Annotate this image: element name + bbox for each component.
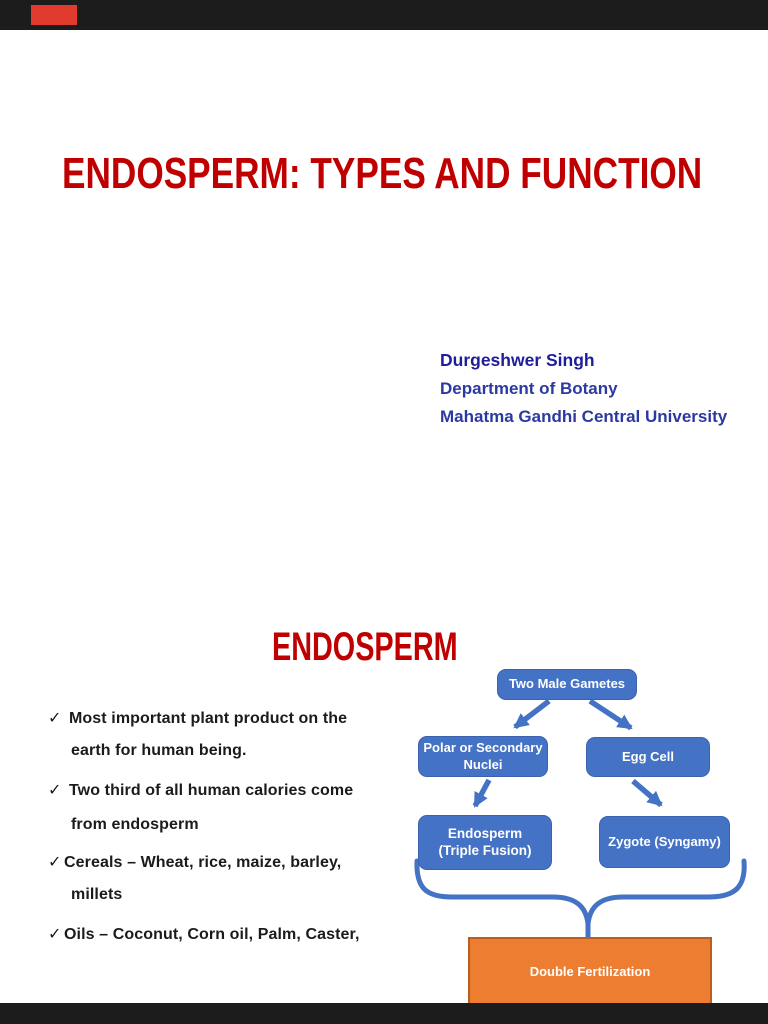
bullet-text: earth for human being. [71, 742, 247, 759]
arrow-top-to-egg [588, 698, 633, 731]
bullet-text: Two third of all human calories come [69, 782, 354, 799]
author-name: Durgeshwer Singh [440, 350, 595, 370]
node-two-male-gametes: Two Male Gametes [497, 669, 637, 700]
node-double-fertilization: Double Fertilization [468, 937, 712, 1007]
slide2-title: ENDOSPERM [272, 625, 458, 669]
bullet-text: Most important plant product on the [69, 710, 348, 727]
author-university: Mahatma Gandhi Central University [440, 407, 728, 426]
slide1-title: ENDOSPERM: TYPES AND FUNCTION [62, 149, 703, 198]
bullet-text: Oils – Coconut, Corn oil, Palm, Caster, [64, 926, 360, 943]
bullet-line: ✓Oils – Coconut, Corn oil, Palm, Caster, [48, 924, 360, 944]
node-polar-or-secondary-nuclei: Polar or Secondary Nuclei [418, 736, 548, 777]
author-department: Department of Botany [440, 379, 618, 398]
bullet-line: from endosperm [71, 816, 199, 834]
checkmark-icon: ✓ [48, 924, 62, 943]
arrow-polar-to-endosperm [472, 778, 492, 808]
bullet-line: ✓ Most important plant product on the [48, 708, 347, 728]
viewer-top-bar [0, 0, 768, 30]
bullet-line: millets [71, 886, 122, 904]
bullet-text: from endosperm [71, 816, 199, 833]
checkmark-icon: ✓ [48, 780, 62, 799]
arrow-top-to-polar [513, 698, 551, 730]
node-zygote-syngamy: Zygote (Syngamy) [599, 816, 730, 868]
bullet-text: millets [71, 886, 123, 903]
bullet-line: ✓ Two third of all human calories come [48, 780, 353, 800]
brace-connector [414, 858, 747, 941]
bullet-text: Cereals – Wheat, rice, maize, barley, [64, 854, 342, 871]
node-egg-cell: Egg Cell [586, 737, 710, 777]
bullet-line: ✓Cereals – Wheat, rice, maize, barley, [48, 852, 341, 872]
checkmark-icon: ✓ [48, 708, 62, 727]
node-endosperm-triple-fusion: Endosperm (Triple Fusion) [418, 815, 552, 870]
checkmark-icon: ✓ [48, 852, 62, 871]
arrow-egg-to-zygote [631, 778, 663, 808]
viewer-bottom-bar [0, 1003, 768, 1024]
bullet-line: earth for human being. [71, 742, 247, 760]
viewer-logo-badge [31, 5, 77, 25]
